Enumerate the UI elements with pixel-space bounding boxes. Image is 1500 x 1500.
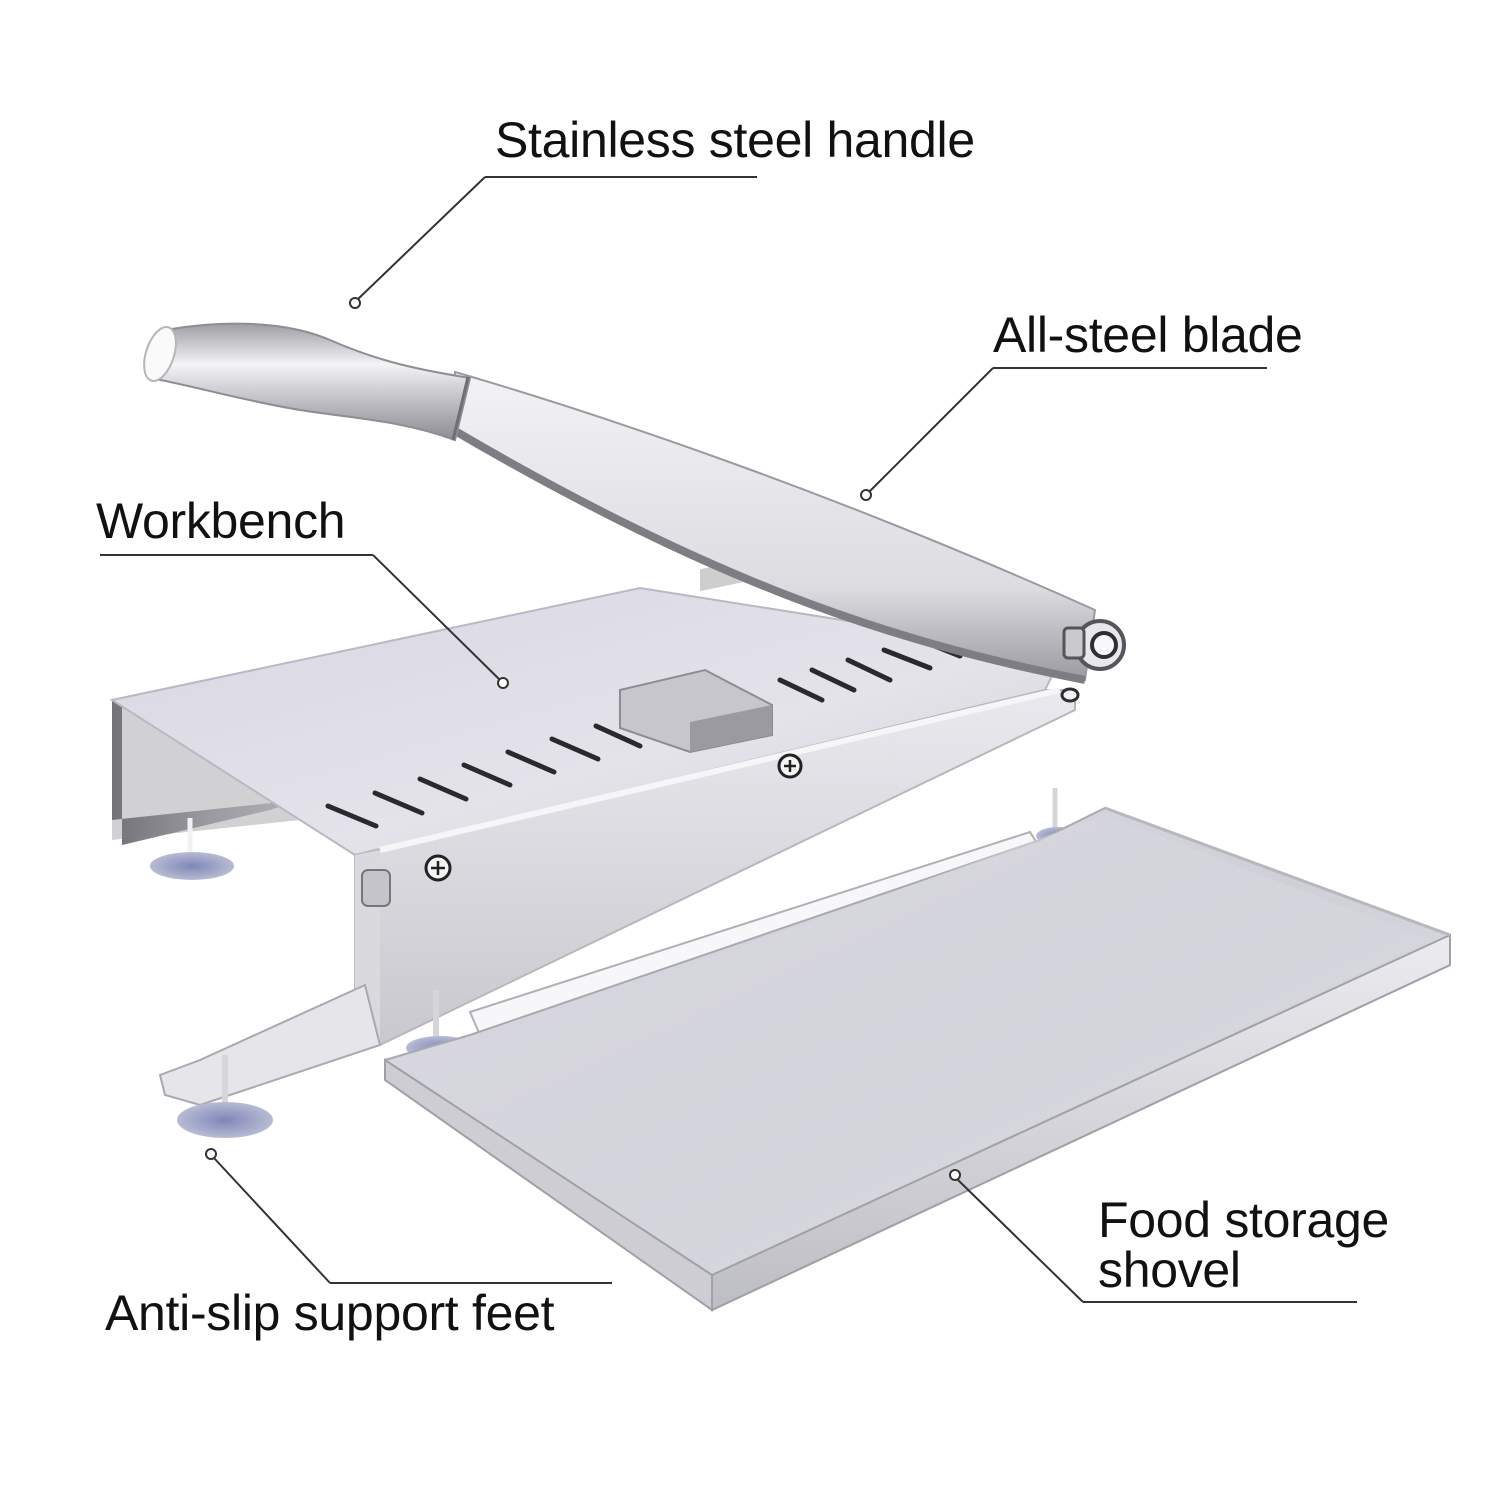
label-food-storage-line1: Food storage <box>1098 1192 1390 1248</box>
screw-icon <box>424 854 452 882</box>
label-anti-slip-support-feet: Anti-slip support feet <box>105 1285 555 1341</box>
callout-handle <box>349 176 757 309</box>
callout-lines <box>100 176 1357 1303</box>
food-storage-tray <box>384 806 1451 1312</box>
callout-tray <box>949 1169 1357 1303</box>
suction-foot-front-left <box>177 1102 273 1138</box>
label-all-steel-blade: All-steel blade <box>993 307 1303 363</box>
label-workbench: Workbench <box>96 493 346 549</box>
left-side-panel <box>112 700 300 880</box>
label-food-storage-line2: shovel <box>1098 1242 1241 1298</box>
handle <box>143 322 472 442</box>
label-food-storage-shovel: Food storage shovel <box>1098 1180 1389 1310</box>
blade <box>447 370 1126 703</box>
suction-foot-back-left <box>150 852 234 880</box>
callout-blade <box>860 367 1267 501</box>
label-stainless-steel-handle: Stainless steel handle <box>495 112 975 168</box>
pivot-bolt-icon <box>1060 619 1126 703</box>
callout-feet <box>205 1148 612 1284</box>
screw-icon <box>777 753 803 779</box>
callout-workbench <box>100 554 509 689</box>
